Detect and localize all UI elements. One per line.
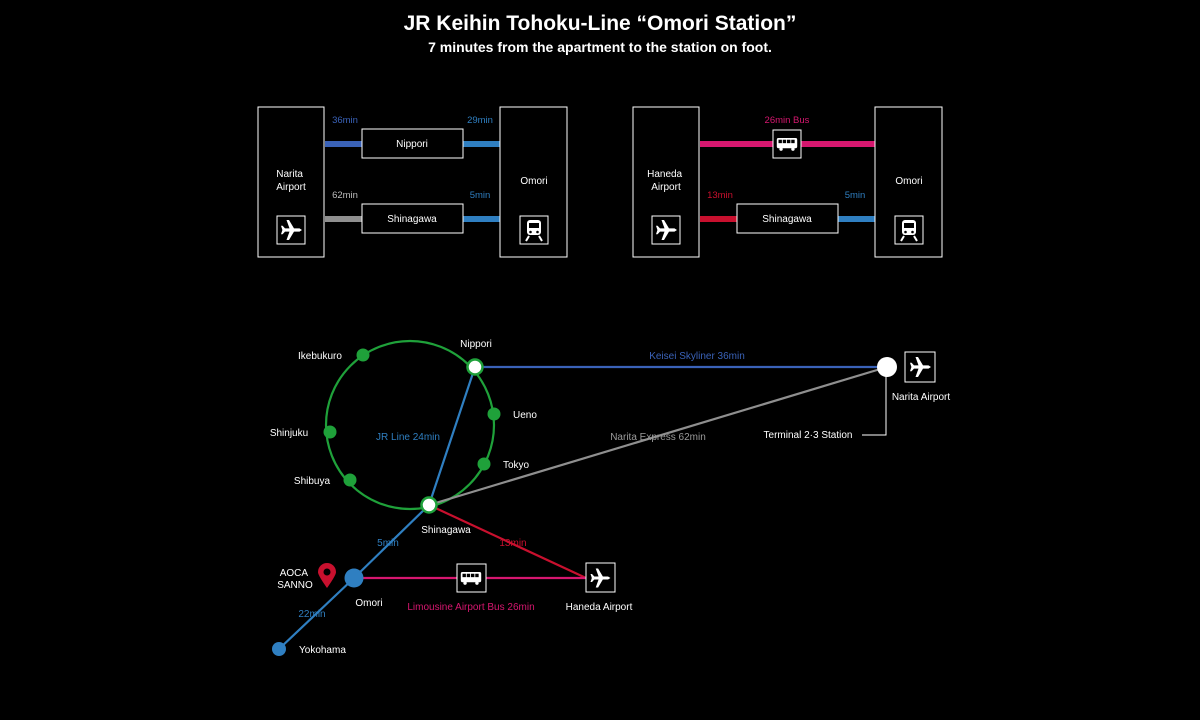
shinagawa-via-box <box>361 203 464 234</box>
omori-train-icon-frame <box>519 215 549 245</box>
haneda-route-panel: Haneda Airport 26min Bus Shinagawa 13min… <box>632 106 943 258</box>
haneda-shinagawa-via-box <box>736 203 839 234</box>
station-tokyo <box>477 457 491 471</box>
label-jr-line: JR Line 24min <box>376 432 440 443</box>
label-limousine-bus: Limousine Airport Bus 26min <box>407 602 534 613</box>
haneda-omori-train-icon-frame <box>894 215 924 245</box>
station-shinagawa <box>420 496 438 514</box>
haneda-airplane-icon-frame <box>651 215 681 245</box>
label-terminal-station: Terminal 2·3 Station <box>764 430 853 441</box>
keikyu-time-label: 13min <box>707 190 733 201</box>
station-yokohama <box>272 642 286 656</box>
label-ueno: Ueno <box>513 410 537 421</box>
station-ikebukuro <box>356 348 370 362</box>
label-shinagawa: Shinagawa <box>421 525 471 536</box>
nippori-via-label: Nippori <box>396 139 428 150</box>
label-shibuya: Shibuya <box>294 476 331 487</box>
label-omori: Omori <box>355 598 382 609</box>
haneda-omori-destination-label: Omori <box>895 176 922 187</box>
network-map: Ikebukuro Nippori Ueno Shinjuku Tokyo Sh… <box>270 339 951 656</box>
narita-express-time-label: 62min <box>332 190 358 201</box>
page-subtitle: 7 minutes from the apartment to the stat… <box>428 39 772 55</box>
aoca-line2: SANNO <box>277 580 313 591</box>
label-ikebukuro: Ikebukuro <box>298 351 342 362</box>
narita-origin-line2: Airport <box>276 182 306 193</box>
station-shinjuku <box>323 425 337 439</box>
keikyu-map-line <box>428 504 587 579</box>
label-haneda-airport: Haneda Airport <box>566 602 633 613</box>
bus-time-label: 26min Bus <box>765 115 810 126</box>
yamanote-loop-line <box>324 339 496 511</box>
station-narita <box>877 357 897 377</box>
narita-map-airplane-frame <box>904 351 936 383</box>
page-title: JR Keihin Tohoku-Line “Omori Station” <box>403 12 797 35</box>
location-pin-icon <box>318 563 336 588</box>
shinagawa-omori-time-label: 5min <box>470 190 491 201</box>
airplane-icon <box>910 357 931 377</box>
station-omori <box>344 568 364 588</box>
narita-origin-label: Narita Airport <box>276 169 306 193</box>
label-yokohama: Yokohama <box>299 645 346 656</box>
aoca-line1: AOCA <box>280 568 309 579</box>
label-keisei-skyliner: Keisei Skyliner 36min <box>649 351 745 362</box>
nippori-via-box <box>361 128 464 159</box>
haneda-origin-line2: Airport <box>651 182 681 193</box>
omori-destination-label: Omori <box>520 176 547 187</box>
label-narita-express: Narita Express 62min <box>610 432 706 443</box>
station-ueno <box>487 407 501 421</box>
haneda-origin-label: Haneda Airport <box>647 169 685 193</box>
jr-nippori-shinagawa-line <box>427 366 477 506</box>
label-aoca-sanno: AOCA SANNO <box>277 568 313 591</box>
narita-express-map-line <box>428 365 888 507</box>
station-shibuya <box>343 473 357 487</box>
jr-shinagawa-omori-line <box>353 504 430 579</box>
haneda-shinagawa-omori-time-label: 5min <box>845 190 866 201</box>
label-shinagawa-haneda-time: 13min <box>499 538 526 549</box>
terminal-callout-line <box>862 375 887 436</box>
label-shinjuku: Shinjuku <box>270 428 308 439</box>
station-nippori <box>466 358 484 376</box>
keisei-time-label: 36min <box>332 115 358 126</box>
label-tokyo: Tokyo <box>503 460 530 471</box>
label-omori-yokohama-time: 22min <box>298 609 325 620</box>
haneda-shinagawa-via-label: Shinagawa <box>762 214 812 225</box>
shinagawa-via-label: Shinagawa <box>387 214 437 225</box>
narita-route-panel: Narita Airport Nippori Shinagawa 36min 2… <box>257 106 568 258</box>
nippori-omori-time-label: 29min <box>467 115 493 126</box>
label-narita-airport: Narita Airport <box>892 392 951 403</box>
label-shinagawa-omori-time: 5min <box>377 538 399 549</box>
narita-airplane-icon-frame <box>276 215 306 245</box>
narita-origin-line1: Narita <box>276 169 303 180</box>
haneda-origin-line1: Haneda <box>647 169 682 180</box>
jr-omori-yokohama-line <box>278 577 355 650</box>
label-nippori: Nippori <box>460 339 492 350</box>
